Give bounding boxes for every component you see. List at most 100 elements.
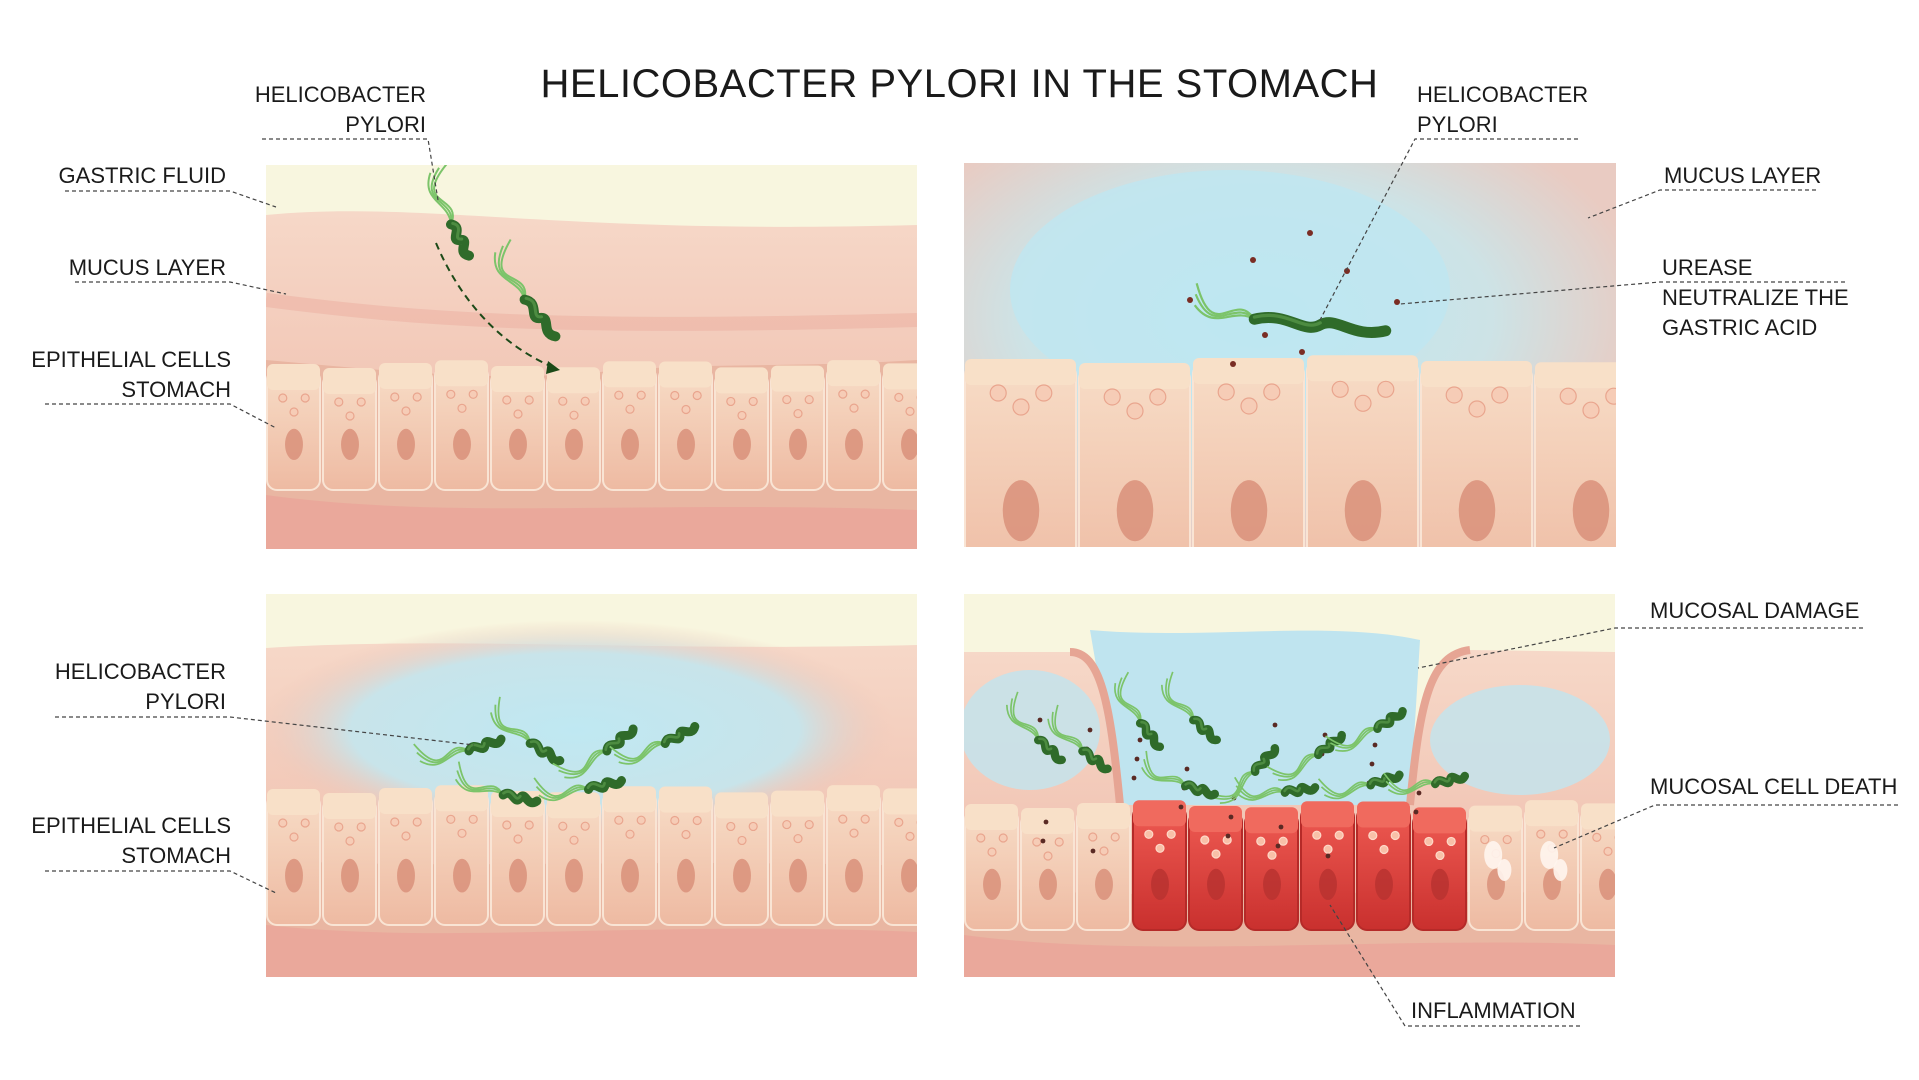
cell-vesicle [670,390,680,401]
bacterium-flagellum [490,712,531,744]
label-line: HELICOBACTER [1417,82,1589,107]
cell-vesicle [1445,386,1463,404]
cell-nucleus [565,428,583,460]
label-epithelial-cells-bl: EPITHELIAL CELLS STOMACH [20,811,231,871]
bacterium-flagellum [1194,293,1256,321]
bacterium-flagellum [1195,283,1256,320]
cell-nucleus [397,858,415,893]
bacterium-highlight [1252,757,1266,772]
cell-vesicle [278,818,288,828]
cell-vesicle [670,815,680,826]
cell-apical-surface [1469,805,1522,832]
cell-vesicle [457,403,467,413]
cell-nucleus [1344,480,1382,542]
cell-vesicle [513,834,523,844]
cell-apical-surface [1421,360,1532,387]
motion-arrow [435,242,556,369]
bacteria-group [1005,671,1470,805]
cell-vesicle [1390,830,1400,841]
cell-apical-surface [323,792,376,819]
bacterium-flagellum [1114,682,1141,724]
cell-nucleus [285,858,303,893]
label-line: EPITHELIAL CELLS [31,813,231,838]
bacterium-flagellum [552,749,608,773]
cell-vesicle [289,407,299,417]
cell-vesicle [580,821,590,831]
label-mucus-layer-tl: MUCUS LAYER [68,255,226,280]
cell-vesicle [401,831,411,841]
epithelial-cells-row [266,785,917,927]
label-epithelial-cells-tl: EPITHELIAL CELLS STOMACH [20,345,231,405]
cell-vesicle [1424,836,1434,847]
cell-vesicle [390,817,400,827]
label-line: STOMACH [121,843,231,868]
epithelial-cell [826,790,881,927]
leader-lines [45,138,1898,1027]
cell-vesicle [1582,401,1600,419]
cell-apical-surface [827,785,880,812]
bacterium-highlight [1252,313,1322,327]
cell-apical-surface [435,360,488,387]
urease-particle [1325,853,1331,859]
epithelial-cells-row [266,360,917,492]
cell-apical-surface [1581,803,1615,830]
bacterium-flagellum [497,245,526,300]
cell-vesicle [1377,380,1395,398]
helicobacter-pylori-bacterium [1206,744,1280,805]
cell-nucleus [1151,868,1169,901]
label-urease: UREASE NEUTRALIZE THE GASTRIC ACID [1662,253,1882,343]
bacterium-flagellum [564,750,608,779]
helicobacter-pylori-bacterium [1266,730,1346,781]
cell-vesicle [300,393,310,403]
cell-vesicle [860,814,870,824]
cell-apical-surface [715,367,768,394]
urease-particles [1187,230,1400,367]
bacterium-flagellum [1323,784,1371,800]
cell-nucleus [983,868,1001,901]
cell-vesicle [636,390,646,400]
cell-apical-surface [491,365,544,392]
submucosa-region [964,935,1615,977]
cell-vesicle [860,389,870,399]
cell-apical-surface [965,359,1076,385]
cell-vesicle [345,836,355,846]
bacterium-flagellum [1317,778,1372,795]
cell-nucleus [1116,480,1154,542]
cell-vesicle [1592,832,1602,843]
panel-bottom-right [964,594,1615,977]
cell-apical-surface [603,361,656,388]
bacterium-flagellum [456,770,504,796]
urease-particle [1272,722,1278,728]
helicobacter-pylori-bacterium [490,696,565,766]
bacterium-flagellum [1051,711,1084,752]
cell-vesicle [1334,830,1344,840]
leader-epi-bl [45,870,277,894]
cell-nucleus [1319,868,1337,901]
label-mucosal-damage: MUCOSAL DAMAGE [1650,598,1860,623]
leader-mucus-tl [75,281,287,295]
cell-vesicle [1012,398,1030,416]
bacterium-flagellum [1272,753,1319,778]
cell-vesicle [989,384,1007,402]
cell-vesicle [625,829,635,839]
cell-nucleus [733,428,751,460]
cell-vesicle [905,406,915,417]
cell-nucleus [845,858,863,893]
cell-vesicle [726,821,736,832]
cell-vesicle [1256,836,1266,846]
cell-apical-surface [267,789,320,815]
cell-vesicle [1536,829,1546,839]
bacterium-flagellum [500,238,527,300]
cell-vesicle [1217,383,1235,401]
cell-vesicle [569,835,579,845]
cell-vesicle [356,822,366,832]
cell-nucleus [509,428,527,460]
bacteria-group [427,165,561,342]
leader-epi-tl [45,403,277,429]
helicobacter-pylori-bacterium [609,721,700,765]
cell-vesicle [1088,832,1098,842]
bacterium-flagellum [1054,704,1084,752]
cell-vesicle [1200,835,1210,845]
cell-vesicle [1035,384,1053,402]
